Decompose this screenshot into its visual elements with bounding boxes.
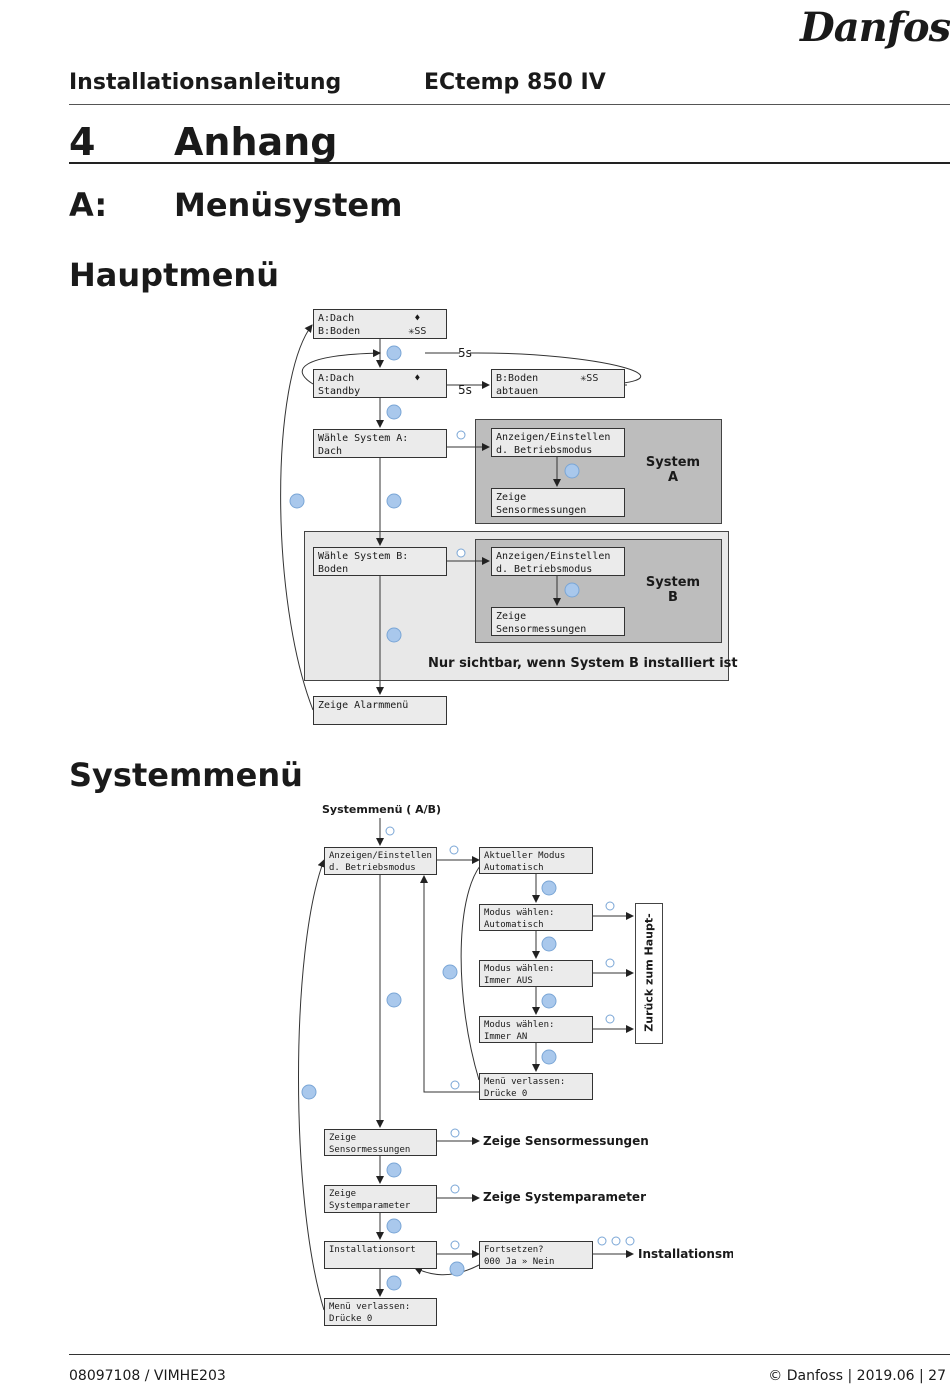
timer-label: 5s — [458, 346, 472, 360]
sm-exit2-box: Menü verlassen: Drücke 0 — [324, 1298, 437, 1326]
select-system-a-box: Wähle System A: Dach — [313, 429, 447, 458]
back-to-main-box — [635, 903, 663, 1044]
footer-divider — [69, 1354, 950, 1355]
system-b-sensor-box: Zeige Sensormessungen — [491, 607, 625, 636]
sm-mode-box: Anzeigen/Einstellen d. Betriebsmodus — [324, 847, 437, 875]
sm-install-box: Installationsort — [324, 1241, 437, 1269]
sm-sensors-box: Zeige Sensormessungen — [324, 1129, 437, 1156]
select-system-b-box: Wähle System B: Boden — [313, 547, 447, 576]
document-number: 08097108 / VIMHE203 — [69, 1368, 226, 1384]
sm-exit-box: Menü verlassen: Drücke 0 — [479, 1073, 593, 1100]
install-target-label: Installationsmenü — [638, 1247, 733, 1261]
document-title: Installationsanleitung — [69, 70, 342, 95]
sm-mode-off-box: Modus wählen: Immer AUS — [479, 960, 593, 987]
copyright-page: © Danfoss | 2019.06 | 27 — [768, 1368, 946, 1384]
systemmenu-entry-label: Systemmenü ( A/B) — [322, 803, 442, 816]
product-name: ECtemp 850 IV — [424, 70, 606, 95]
alarm-menu-box: Zeige Alarmmenü — [313, 696, 447, 725]
subsection-title: Menüsystem — [174, 186, 403, 224]
sensor-target-label: Zeige Sensormessungen — [483, 1134, 649, 1148]
system-a-mode-box: Anzeigen/Einstellen d. Betriebsmodus — [491, 428, 625, 457]
standby-box: A:Dach ♦ Standby — [313, 369, 447, 398]
timer-label: 5s — [458, 383, 472, 397]
system-a-label: System A — [645, 455, 701, 485]
system-b-label: System B — [645, 575, 701, 605]
sm-params-box: Zeige Systemparameter — [324, 1185, 437, 1213]
header-divider — [69, 104, 950, 105]
optional-note: Nur sichtbar, wenn System B installiert … — [428, 656, 738, 671]
defrost-box: B:Boden ✳SS abtauen — [491, 369, 625, 398]
subsection-letter: A: — [69, 186, 108, 224]
sm-mode-auto-box: Modus wählen: Automatisch — [479, 904, 593, 931]
section-divider — [69, 162, 950, 164]
sm-current-mode-box: Aktueller Modus Automatisch — [479, 847, 593, 874]
sm-mode-on-box: Modus wählen: Immer AN — [479, 1016, 593, 1043]
section-title: Anhang — [174, 120, 338, 164]
main-display-box: A:Dach ♦ B:Boden ✳SS — [313, 309, 447, 339]
hauptmenu-heading: Hauptmenü — [69, 256, 279, 294]
sm-continue-box: Fortsetzen? 000 Ja » Nein — [479, 1241, 593, 1269]
section-number: 4 — [69, 120, 96, 164]
back-to-main-label: Zurück zum Haupt- — [642, 913, 656, 1032]
brand-logo: Danfoss — [800, 4, 950, 51]
systemmenu-heading: Systemmenü — [69, 756, 303, 794]
system-b-mode-box: Anzeigen/Einstellen d. Betriebsmodus — [491, 547, 625, 576]
system-a-sensor-box: Zeige Sensormessungen — [491, 488, 625, 517]
params-target-label: Zeige Systemparameter — [483, 1190, 646, 1204]
